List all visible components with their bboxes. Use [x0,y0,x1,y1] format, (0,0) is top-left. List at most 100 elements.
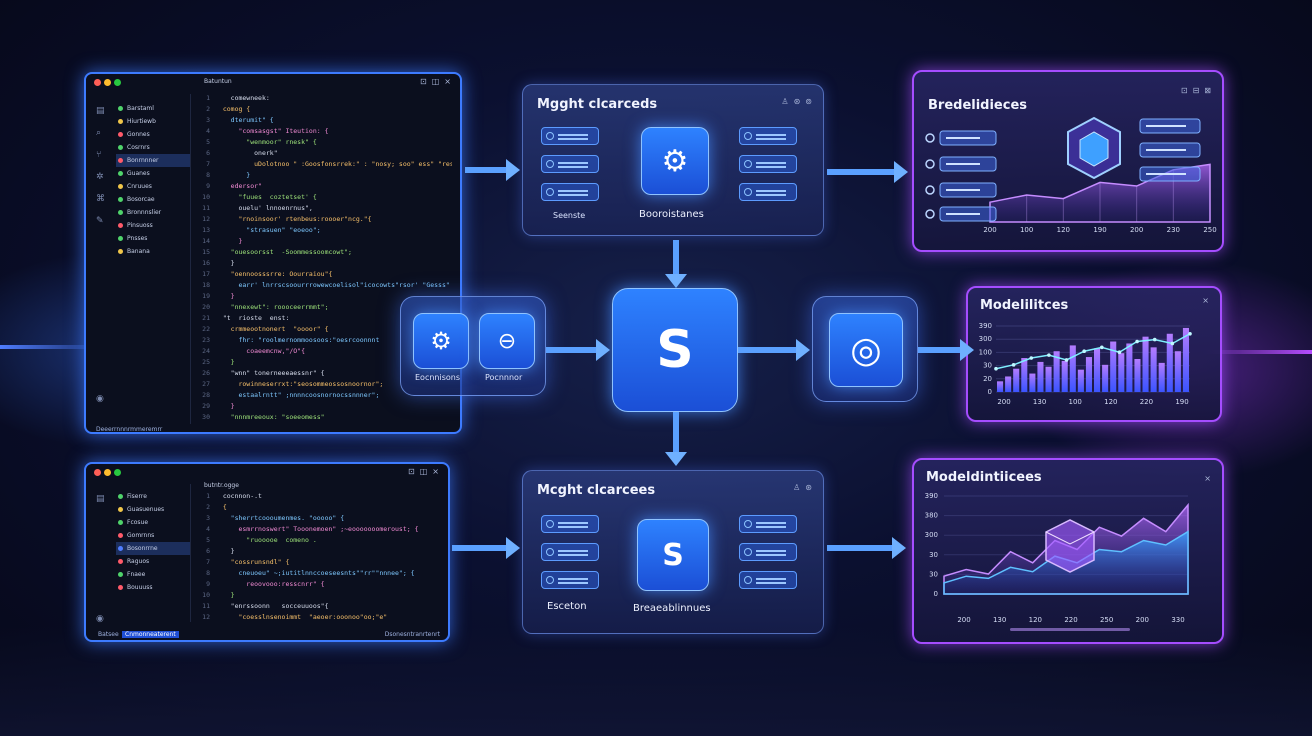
link-icon[interactable]: ⊖ [479,313,535,369]
panel-icons[interactable]: ♙⊛ [793,483,817,492]
search-icon[interactable]: ⌕ [96,128,102,138]
file-tree-item-active[interactable]: Bonrnnner [116,154,190,167]
x-tick-label: 130 [1033,398,1046,406]
code-editor-bottom[interactable]: ⊡◫⨯ ▤ ◉ Fiserre Guasuenues Fcosue Gomrnn… [84,462,450,642]
file-tree-item[interactable]: Bronnnslier [116,206,190,219]
central-s-logo-icon[interactable]: S [612,288,738,412]
bar [1174,351,1181,392]
line-number: 25 [202,358,210,366]
file-tree-item[interactable]: Bouuuss [116,581,190,594]
code-area[interactable]: 1 comewneek:2 comog {3 dterumit" {4 "com… [194,94,452,424]
output-node[interactable] [739,543,797,561]
file-tree-item[interactable]: Guanes [116,167,190,180]
input-node[interactable] [541,571,599,589]
code-text: fhr: "roolmernommoosoos:"oesrcoonnnt [215,336,380,344]
output-node[interactable] [739,183,797,201]
line-number: 11 [202,204,210,212]
file-tree-item[interactable]: Gomrnns [116,529,190,542]
flow-panel-top[interactable]: Mgght clcarceds ♙⊛⊚ ⚙ Seenste Booroistan… [522,84,824,236]
titlebar: Batuntun ⊡◫⨯ [86,74,460,90]
line-number: 7 [206,558,210,566]
output-node[interactable] [739,127,797,145]
file-tree-item[interactable]: Pinsuoss [116,219,190,232]
file-tree-item[interactable]: Cnruues [116,180,190,193]
account-icon[interactable]: ◉ [96,614,104,624]
extensions-icon[interactable]: ⌘ [96,194,105,204]
editor-tab[interactable]: Batuntun [204,78,232,85]
minimize-dot[interactable] [104,79,111,86]
code-text: esmrrnoswert" Tooonemoen" ;~eooooooomero… [215,525,419,533]
panel-icons[interactable]: ♙⊛⊚ [781,97,817,106]
code-text: onerk" [215,149,278,157]
code-line: 1 comewneek: [194,94,452,105]
bar [1045,366,1052,392]
account-icon[interactable]: ◉ [96,394,104,404]
debug-icon[interactable]: ✲ [96,172,104,182]
code-line: 24 coaeemcnw,"/O"{ [194,347,452,358]
code-text: crmmeootnonert "oooor" { [215,325,329,333]
output-node[interactable] [739,155,797,173]
pen-icon[interactable]: ✎ [96,216,104,226]
bar [1182,327,1189,392]
window-controls[interactable]: ⊡◫⨯ [408,467,444,476]
flow-panel-bottom[interactable]: Mcght clcarcees ♙⊛ S Esceton Breaeablinn… [522,470,824,634]
line-series [995,333,1191,370]
s-logo-hub-icon[interactable]: S [637,519,709,591]
line-point [1100,345,1104,350]
input-node[interactable] [541,515,599,533]
file-tree-item[interactable]: Banana [116,245,190,258]
close-dot[interactable] [94,469,101,476]
bar [1110,341,1117,392]
file-tree-item[interactable]: Gonnes [116,128,190,141]
gear-hub-icon[interactable]: ⚙ [641,127,709,195]
close-icon[interactable]: × [1202,296,1214,305]
file-tree-item[interactable]: Fcosue [116,516,190,529]
file-tree-item[interactable]: Raguos [116,555,190,568]
file-tree-item[interactable]: Fnaee [116,568,190,581]
file-tree-item-active[interactable]: Bosonrrne [116,542,190,555]
branch-icon[interactable]: ⑂ [96,150,102,160]
close-icon[interactable]: × [1204,474,1216,483]
maximize-dot[interactable] [114,79,121,86]
panel-icons[interactable]: ⊡⊟⊠ [1180,86,1216,95]
code-line: 11 ouelu' lnnoenrnus", [194,204,452,215]
line-number: 8 [206,171,210,179]
input-node[interactable] [541,127,599,145]
x-tick-label: 200 [1136,616,1149,624]
file-tree-item[interactable]: Bosorcae [116,193,190,206]
minimize-dot[interactable] [104,469,111,476]
file-tree-item[interactable]: Hiurtiewb [116,115,190,128]
bar [1094,348,1101,392]
hub-label: Breaeablinnues [633,603,711,614]
output-node[interactable] [739,571,797,589]
x-tick-label: 200 [983,226,996,234]
output-node[interactable] [739,515,797,533]
file-tree-item[interactable]: Fiserre [116,490,190,503]
file-tree-item[interactable]: Barstaml [116,102,190,115]
input-node[interactable] [541,155,599,173]
close-dot[interactable] [94,79,101,86]
code-text: "nnnmreeoux: "soeeomess" [215,413,325,421]
files-icon[interactable]: ▤ [96,494,105,504]
line-number: 2 [206,105,210,113]
y-tick-label: 30 [929,570,938,578]
file-tree-item[interactable]: Guasuenues [116,503,190,516]
input-node[interactable] [541,183,599,201]
status-branch[interactable]: Cnmonneaterent [122,631,179,638]
file-tree-item[interactable]: Pnsses [116,232,190,245]
middle-component-group[interactable]: ⚙ ⊖ Eocnnisons Pocnnnor [400,296,546,396]
spiral-icon[interactable]: ◎ [829,313,903,387]
code-line: 10 "fuues coztetset' { [194,193,452,204]
editor-tab[interactable]: butntr.ogge [204,482,239,489]
gear-icon[interactable]: ⚙ [413,313,469,369]
input-node[interactable] [541,543,599,561]
file-tree-item[interactable]: Cosrnrs [116,141,190,154]
x-tick-label: 200 [997,398,1010,406]
spiral-component[interactable]: ◎ [812,296,918,402]
maximize-dot[interactable] [114,469,121,476]
flow-title: Mgght clcarceds [537,97,658,112]
files-icon[interactable]: ▤ [96,106,105,116]
code-editor-top[interactable]: Batuntun ⊡◫⨯ ▤ ⌕ ⑂ ✲ ⌘ ✎ ◉ Barstaml Hiur… [84,72,462,434]
window-controls[interactable]: ⊡◫⨯ [420,77,456,86]
